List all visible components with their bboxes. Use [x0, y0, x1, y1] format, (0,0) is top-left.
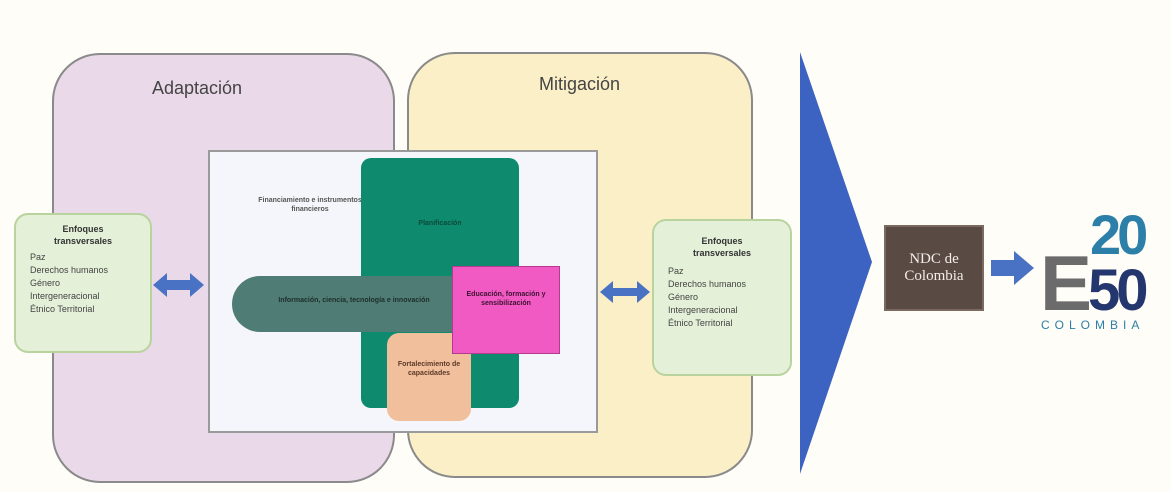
enfoques-left-title-1: Enfoques — [62, 224, 104, 234]
chevron-right-icon — [800, 52, 872, 474]
ndc-line1: NDC de — [909, 251, 959, 267]
fortalecimiento-label: Fortalecimiento de capacidades — [397, 361, 461, 377]
enfoques-right-box: Enfoques transversales Paz Derechos huma… — [652, 219, 792, 376]
double-arrow-right-icon — [600, 281, 650, 303]
enfoques-left-box: Enfoques transversales Paz Derechos huma… — [14, 213, 152, 353]
informacion-pill — [232, 276, 476, 332]
enfoques-right-title-1: Enfoques — [701, 236, 743, 246]
educacion-label: Educación, formación y sensibilización — [466, 291, 546, 307]
enfoques-right-item: Género — [668, 292, 699, 302]
enfoques-right-title-2: transversales — [692, 248, 752, 258]
mitigacion-title: Mitigación — [539, 74, 621, 94]
arrow-right-icon — [991, 251, 1034, 285]
logo-letter-e: E — [1040, 239, 1092, 318]
planificacion-label: Planificación — [418, 220, 462, 227]
e2050-logo: E 20 50 — [1040, 203, 1150, 318]
educacion-block — [452, 266, 560, 354]
enfoques-right-item: Paz — [668, 266, 684, 276]
logo-top-number: 20 — [1090, 203, 1146, 266]
informacion-label: Información, ciencia, tecnología e innov… — [278, 297, 430, 304]
enfoques-left-title-2: transversales — [53, 236, 113, 246]
financiamiento-label: Financiamiento e instrumentos financiero… — [258, 197, 362, 213]
adaptacion-title: Adaptación — [152, 78, 243, 98]
logo-country-label: COLOMBIA — [1041, 318, 1145, 332]
enfoques-left-item: Derechos humanos — [30, 265, 109, 275]
double-arrow-left-icon — [153, 273, 204, 297]
enfoques-left-item: Étnico Territorial — [30, 304, 95, 314]
enfoques-right-item: Derechos humanos — [668, 279, 747, 289]
enfoques-left-item: Género — [30, 278, 61, 288]
logo-bottom-number: 50 — [1088, 258, 1146, 318]
enfoques-left-item: Paz — [30, 252, 46, 262]
svg-text:E: E — [1040, 239, 1092, 318]
enfoques-right-item: Étnico Territorial — [668, 318, 733, 328]
enfoques-right-item: Intergeneracional — [668, 305, 738, 315]
enfoques-left-item: Intergeneracional — [30, 291, 100, 301]
ndc-line2: Colombia — [904, 268, 964, 284]
ndc-colombia-box: NDC de Colombia — [884, 225, 984, 311]
